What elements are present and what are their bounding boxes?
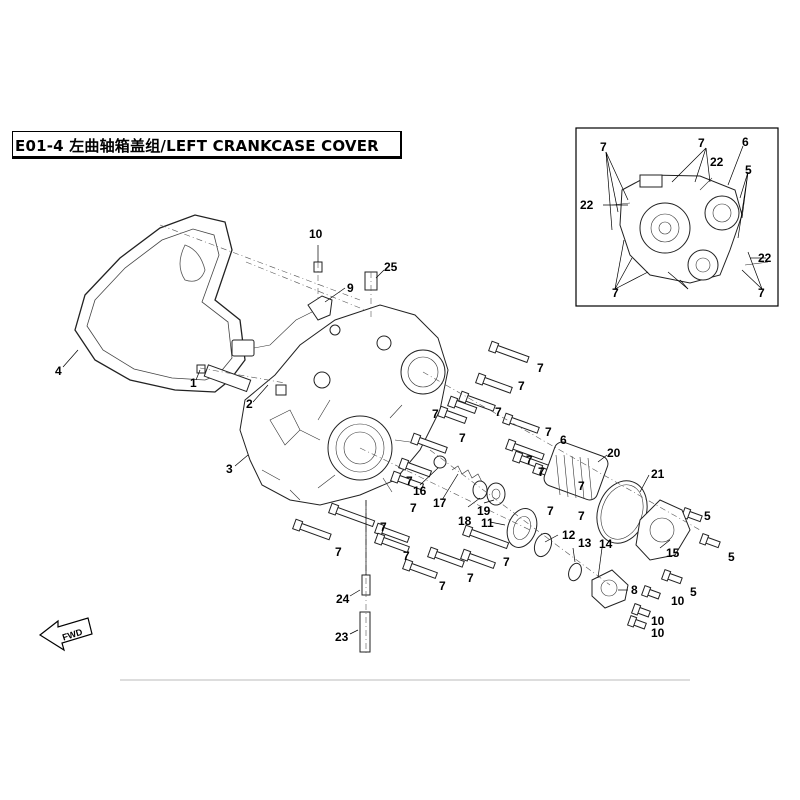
callout-24: 24 [336,592,350,606]
callout-23: 23 [335,630,349,644]
inset-overview [575,127,779,307]
callout-7l: 7 [380,520,387,534]
inset-callout-7a: 7 [600,140,607,154]
inset-callout-6: 6 [742,135,749,149]
callout-12: 12 [562,528,576,542]
sensor-part [203,295,333,393]
callout-7e: 7 [459,431,466,445]
bolts-5-10 [626,506,721,630]
callout-8: 8 [631,583,638,597]
inset-callout-22b: 22 [580,198,594,212]
callout-7k: 7 [410,501,417,515]
callout-14: 14 [599,537,613,551]
callout-7r: 7 [547,504,554,518]
pins-part [359,574,371,653]
inset-callout-7d: 7 [758,286,765,300]
callout-2: 2 [246,397,253,411]
diagram-title: E01-4 左曲轴箱盖组/LEFT CRANKCASE COVER [15,137,379,155]
callout-7d: 7 [432,407,439,421]
bearing-assembly [506,508,629,609]
callout-4: 4 [55,364,62,378]
callout-17: 17 [433,496,447,510]
callout-5c: 5 [690,585,697,599]
callout-11: 11 [481,516,494,530]
callout-labels: 1 2 3 4 5 5 5 6 7 7 7 7 7 7 7 7 7 7 7 7 … [55,135,772,644]
callout-21: 21 [651,467,665,481]
callout-20: 20 [607,446,621,460]
callout-5b: 5 [728,550,735,564]
callout-18: 18 [458,514,472,528]
inset-callout-22c: 22 [758,251,772,265]
oil-filter-assembly [543,441,691,561]
callout-10c: 10 [651,614,665,628]
inset-callout-7b: 7 [698,136,705,150]
title-underline [12,157,402,159]
callout-7f: 7 [545,425,552,439]
callout-7t: 7 [578,509,585,523]
callout-9: 9 [347,281,354,295]
callout-7g: 7 [526,453,533,467]
bolts-7 [292,340,570,580]
leader-lines [62,245,671,635]
callout-7p: 7 [439,579,446,593]
inset-callout-7c: 7 [612,286,619,300]
callout-10d: 10 [651,626,665,640]
callout-7a: 7 [537,361,544,375]
callout-7j: 7 [406,474,413,488]
callout-7n: 7 [403,549,410,563]
spring-assembly [433,455,506,506]
callout-3: 3 [226,462,233,476]
callout-7b: 7 [518,379,525,393]
fwd-arrow: FWD [38,617,93,652]
callout-13: 13 [578,536,592,550]
callout-1: 1 [190,376,197,390]
crankcase-cover-part [239,304,449,506]
callout-15: 15 [666,546,680,560]
callout-7h: 7 [538,465,545,479]
callout-7o: 7 [467,571,474,585]
callout-7s: 7 [578,479,585,493]
assembly-centerlines [159,224,701,655]
callout-19: 19 [477,504,491,518]
inset-callout-22a: 22 [710,155,724,169]
callout-7c: 7 [495,405,502,419]
gasket-part [74,214,246,393]
callout-7q: 7 [503,555,510,569]
callout-16: 16 [413,484,427,498]
callout-25: 25 [384,260,398,274]
title-box: E01-4 左曲轴箱盖组/LEFT CRANKCASE COVER [12,131,402,157]
callout-7m: 7 [335,545,342,559]
callout-10b: 10 [671,594,685,608]
callout-6: 6 [560,433,567,447]
inset-callout-5: 5 [745,163,752,177]
callout-5a: 5 [704,509,711,523]
callout-10a: 10 [309,227,323,241]
